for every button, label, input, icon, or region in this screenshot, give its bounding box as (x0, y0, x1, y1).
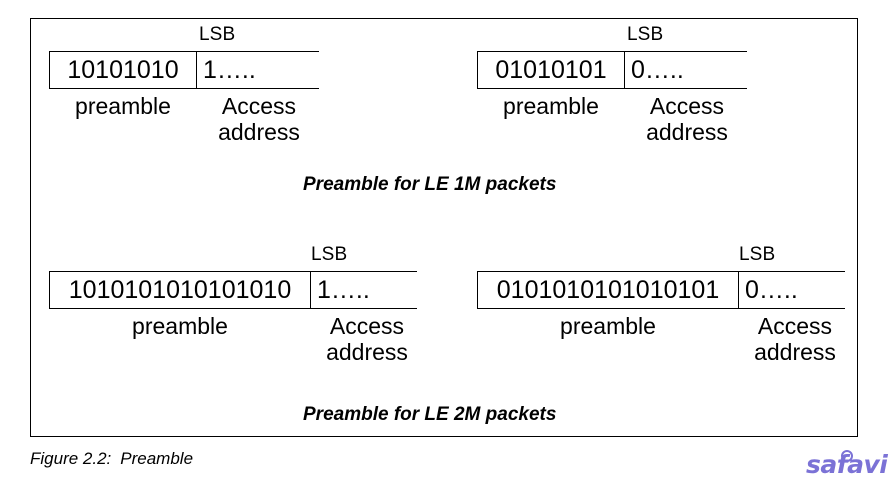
lsb-label: LSB (199, 24, 236, 45)
preamble-cell: 1010101010101010 (49, 271, 311, 309)
watermark-logo: safavi (806, 450, 888, 478)
access-address-field-label: Access address (737, 313, 853, 365)
figure-frame: LSB 10101010 1….. preamble Access addres… (30, 18, 858, 437)
access-address-label-line1: Access (757, 313, 833, 339)
access-address-label-line1: Access (221, 93, 297, 119)
group-caption-le-2m: Preamble for LE 2M packets (303, 404, 557, 425)
preamble-cell: 0101010101010101 (477, 271, 739, 309)
access-address-cell: 1….. (197, 51, 319, 89)
access-address-field-label: Access address (625, 93, 749, 145)
packet-diagram-le-1m-right: LSB 01010101 0….. preamble Access addres… (459, 19, 759, 169)
preamble-cell: 10101010 (49, 51, 197, 89)
packet-diagram-le-2m-right: LSB 0101010101010101 0….. preamble Acces… (459, 239, 859, 399)
figure-number: Figure 2.2: (30, 449, 112, 468)
preamble-field-label: preamble (503, 93, 599, 119)
lsb-label: LSB (311, 244, 348, 265)
packet-cells: 1010101010101010 1….. (49, 271, 417, 309)
access-address-label-line2: address (326, 339, 408, 365)
access-address-label-line2: address (218, 119, 300, 145)
lsb-label: LSB (739, 244, 776, 265)
access-address-cell: 0….. (739, 271, 845, 309)
access-address-label-line1: Access (649, 93, 725, 119)
preamble-field-label: preamble (132, 313, 228, 339)
access-address-field-label: Access address (309, 313, 425, 365)
group-caption-le-1m: Preamble for LE 1M packets (303, 174, 557, 195)
preamble-field-label: preamble (560, 313, 656, 339)
lsb-label: LSB (627, 24, 664, 45)
access-address-cell: 1….. (311, 271, 417, 309)
access-address-cell: 0….. (625, 51, 747, 89)
preamble-cell: 01010101 (477, 51, 625, 89)
access-address-label-line2: address (646, 119, 728, 145)
packet-diagram-le-1m-left: LSB 10101010 1….. preamble Access addres… (31, 19, 331, 169)
access-address-label-line1: Access (329, 313, 405, 339)
packet-cells: 10101010 1….. (49, 51, 319, 89)
figure-caption: Figure 2.2: Preamble (30, 449, 193, 469)
packet-diagram-le-2m-left: LSB 1010101010101010 1….. preamble Acces… (31, 239, 431, 399)
watermark-circle-icon (841, 450, 853, 462)
packet-cells: 0101010101010101 0….. (477, 271, 845, 309)
packet-cells: 01010101 0….. (477, 51, 747, 89)
access-address-label-line2: address (754, 339, 836, 365)
preamble-field-label: preamble (75, 93, 171, 119)
figure-title: Preamble (120, 449, 194, 468)
access-address-field-label: Access address (197, 93, 321, 145)
